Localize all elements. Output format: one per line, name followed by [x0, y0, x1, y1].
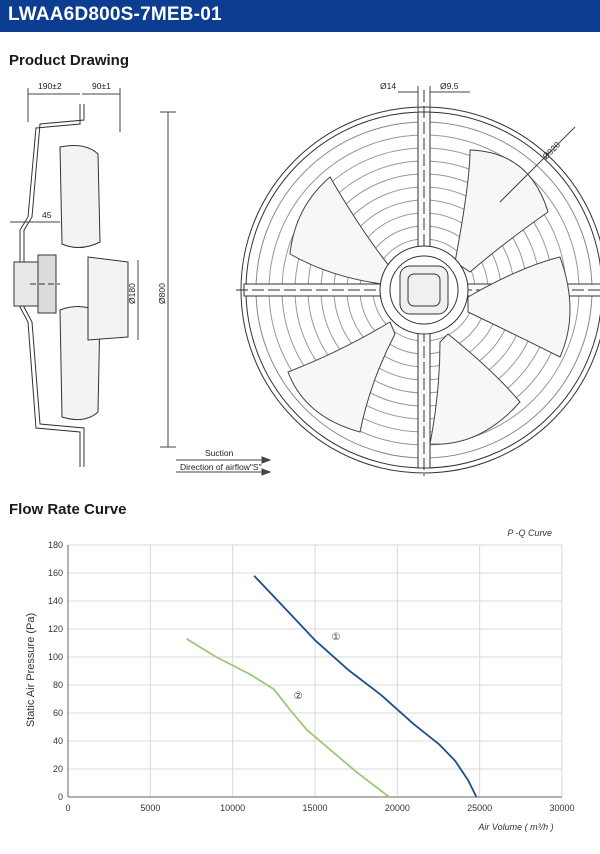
y-tick-label: 20	[53, 764, 63, 774]
y-tick-label: 80	[53, 680, 63, 690]
y-tick-label: 180	[48, 540, 63, 550]
front-view-blades	[287, 149, 571, 445]
x-tick-label: 10000	[220, 803, 245, 813]
x-tick-label: 25000	[467, 803, 492, 813]
y-tick-label: 140	[48, 596, 63, 606]
model-title: LWAA6D800S-7MEB-01	[8, 4, 222, 25]
front-view-hub	[379, 245, 469, 335]
dim-45-label: 45	[42, 210, 52, 220]
chart-series: ①②	[186, 575, 478, 798]
y-tick-label: 0	[58, 792, 63, 802]
dim-9-5-label: Ø9.5	[440, 81, 459, 91]
x-tick-label: 0	[65, 803, 70, 813]
side-view-dimensions	[10, 88, 272, 476]
y-tick-label: 120	[48, 624, 63, 634]
x-tick-label: 30000	[549, 803, 574, 813]
series-line-1	[253, 575, 478, 798]
dim-14-label: Ø14	[380, 81, 396, 91]
flow-rate-title: Flow Rate Curve	[9, 501, 127, 518]
suction-label: Suction	[205, 448, 234, 458]
y-axis-label: Static Air Pressure (Pa)	[25, 613, 37, 727]
series-label-2: ②	[294, 691, 303, 702]
series-line-2	[186, 638, 390, 798]
chart-axes: 0 5000 10000 15000 20000 25000 30000 0 20 40 60 80 1…	[48, 540, 575, 813]
chart-grid	[67, 544, 563, 798]
dim-800-label: Ø800	[157, 283, 167, 304]
dim-180-label: Ø180	[127, 283, 137, 304]
title-bar: LWAA6D800S-7MEB-01	[0, 0, 600, 32]
x-tick-label: 20000	[385, 803, 410, 813]
dim-190-label: 190±2	[38, 81, 62, 91]
dim-90-label: 90±1	[92, 81, 111, 91]
chart-legend-label: P -Q Curve	[507, 528, 552, 538]
side-view-blades	[59, 145, 129, 421]
pq-chart: P -Q Curve 0 5000 10000 15000 20000 25000 3000…	[25, 528, 575, 832]
product-drawing: 190±2 90±1 45 Ø180 Ø800 Ø14 Ø9.5 Ø920 Su…	[10, 81, 600, 476]
x-axis-label: Air Volume ( m³/h )	[477, 822, 553, 832]
x-tick-label: 5000	[140, 803, 160, 813]
x-tick-label: 15000	[302, 803, 327, 813]
series-label-1: ①	[331, 632, 340, 643]
airflow-label: Direction of airflow"S"	[180, 462, 262, 472]
product-drawing-title: Product Drawing	[9, 52, 130, 69]
y-tick-label: 160	[48, 568, 63, 578]
y-tick-label: 60	[53, 708, 63, 718]
front-view-dimensions	[398, 86, 576, 203]
y-tick-label: 100	[48, 652, 63, 662]
y-tick-label: 40	[53, 736, 63, 746]
side-view-motor	[13, 254, 60, 314]
